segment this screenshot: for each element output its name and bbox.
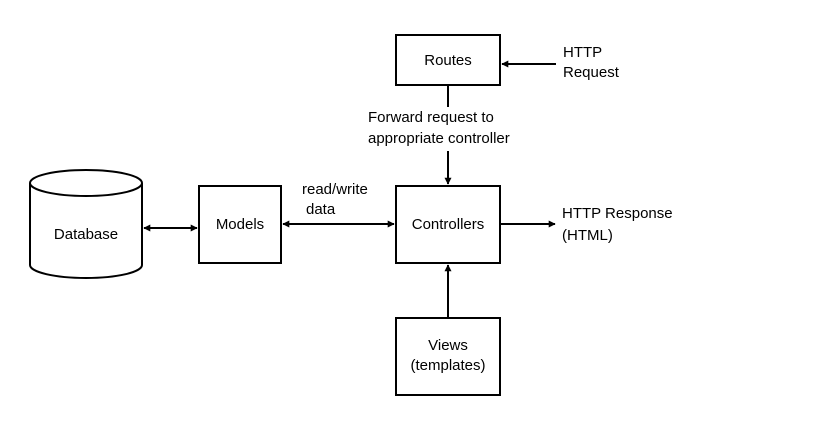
http-response-label-line2: (HTML) [562, 227, 613, 244]
controllers-node: Controllers [395, 185, 501, 264]
views-label-line1: Views [428, 337, 468, 354]
http-response-label-line1: HTTP Response [562, 205, 673, 222]
database-node: Database [29, 169, 143, 279]
read-write-label-line2: data [306, 201, 336, 218]
models-box [198, 185, 282, 264]
database-cylinder-top [29, 169, 143, 197]
controllers-box [395, 185, 501, 264]
database-cylinder-body [29, 183, 143, 279]
controllers-label: Controllers [412, 216, 485, 233]
views-label-line2: (templates) [410, 357, 485, 374]
models-node: Models [198, 185, 282, 264]
http-request-label-line2: Request [563, 64, 620, 81]
routes-box [395, 34, 501, 86]
views-node: Views (templates) [395, 317, 501, 396]
read-write-label-line1: read/write [302, 181, 368, 198]
routes-label: Routes [424, 52, 472, 69]
routes-node: Routes [395, 34, 501, 86]
forward-label-line1: Forward request to [368, 109, 494, 126]
database-label: Database [54, 226, 118, 243]
forward-label-backdrop [364, 107, 532, 151]
http-request-label-line1: HTTP [563, 44, 602, 61]
forward-label-line2: appropriate controller [368, 130, 510, 147]
views-box [395, 317, 501, 396]
models-label: Models [216, 216, 264, 233]
